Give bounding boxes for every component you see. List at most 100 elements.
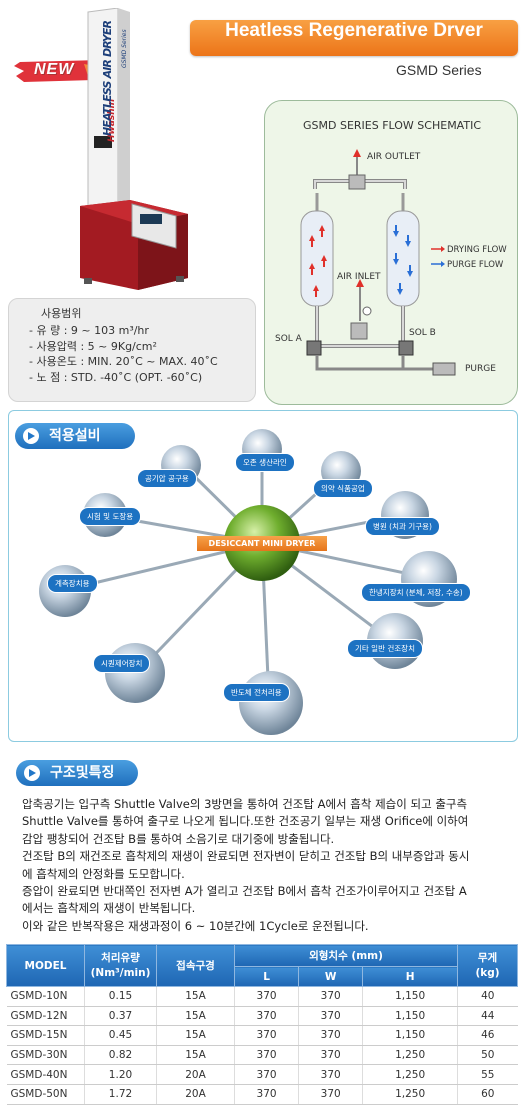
cell-w: 370 [298, 1084, 363, 1105]
cell-connection: 20A [156, 1064, 235, 1085]
product-brand: Hwashin [107, 99, 117, 142]
app-sequence-control: 시퀀제어장치 [93, 654, 151, 673]
app-hospital-dental: 병원 (치과 기구용) [365, 517, 440, 536]
cell-model: GSMD-15N [6, 1025, 85, 1046]
desc-line: Shuttle Valve를 통하여 출구로 나오게 됩니다.또한 건조공기 일… [22, 814, 469, 829]
col-header-weight-unit: (kg) [475, 966, 500, 979]
app-ozone-line: 오존 생산라인 [235, 453, 295, 472]
spec-row-pressure: - 사용압력 : 5 ~ 9Kg/cm² [29, 339, 157, 353]
app-pneumatic-tools: 공기압 공구용 [137, 469, 197, 488]
legend-drying-flow: DRYING FLOW [447, 245, 507, 255]
col-header-weight: 무게 (kg) [457, 944, 518, 987]
cell-w: 370 [298, 1064, 363, 1085]
app-general-drying: 기타 일반 건조장치 [347, 639, 423, 658]
flow-schematic-panel: GSMD SERIES FLOW SCHEMATIC AIR OUTLET [264, 100, 518, 405]
desc-line: 에서는 흡착제의 재생이 반복됩니다. [22, 901, 196, 916]
cell-model: GSMD-40N [6, 1064, 85, 1085]
cell-flow: 1.72 [84, 1084, 157, 1105]
section-tab-structure: 구조및특징 [16, 760, 138, 786]
spec-row-flow: - 유 량 : 9 ~ 103 m³/hr [29, 324, 149, 337]
cell-h: 1,250 [362, 1045, 458, 1066]
table-row: GSMD-30N 0.82 15A 370 370 1,250 50 [6, 1045, 518, 1066]
purge-label: PURGE [465, 364, 496, 374]
cell-h: 1,150 [362, 1006, 458, 1027]
cell-connection: 15A [156, 1025, 235, 1046]
col-header-flow-unit: (Nm³/min) [90, 966, 151, 979]
desc-line: 압축공기는 입구측 Shuttle Valve의 3방면을 통하여 건조탑 A에… [22, 797, 468, 811]
arrow-right-icon [24, 765, 40, 781]
app-semiconductor: 반도체 전처리용 [223, 683, 290, 702]
sol-b-label: SOL B [409, 328, 436, 338]
desc-line: 증압이 완료되면 반대쪽인 전자변 A가 열리고 건조탑 B에서 흡착 건조가이… [22, 884, 467, 899]
series-label: GSMD Series [396, 62, 482, 78]
air-outlet-label: AIR OUTLET [367, 152, 421, 162]
structure-description: 압축공기는 입구측 Shuttle Valve의 3방면을 통하여 건조탑 A에… [22, 796, 512, 935]
cell-flow: 0.15 [84, 986, 157, 1007]
center-product-label: DESICCANT MINI DRYER [197, 536, 327, 551]
pressure-gauge [362, 306, 372, 316]
col-header-flow: 처리유량 (Nm³/min) [84, 944, 157, 987]
cell-h: 1,150 [362, 1025, 458, 1046]
legend-purge-flow: PURGE FLOW [447, 260, 504, 270]
title-banner: Heatless Regenerative Drver [190, 20, 518, 56]
col-header-flow-label: 처리유량 [101, 951, 140, 964]
cell-h: 1,150 [362, 986, 458, 1007]
cell-flow: 0.37 [84, 1006, 157, 1027]
schematic-title: GSMD SERIES FLOW SCHEMATIC [303, 119, 481, 132]
cell-weight: 46 [457, 1025, 518, 1046]
air-inlet-label: AIR INLET [337, 272, 381, 282]
col-header-dimensions: 외형치수 (mm) [234, 944, 458, 967]
cell-flow: 0.82 [84, 1045, 157, 1066]
applications-panel: 적용설비 DESICCANT MINI DRYER 오존 생산라인 의약 식품공… [8, 410, 518, 742]
desc-line: 건조탑 B의 재건조로 흡착제의 재생이 완료되면 전자변이 닫히고 건조탑 B… [22, 849, 470, 864]
table-row: GSMD-15N 0.45 15A 370 370 1,150 46 [6, 1025, 518, 1046]
cell-w: 370 [298, 1045, 363, 1066]
applications-heading: 적용설비 [49, 428, 101, 444]
tower-b [386, 210, 420, 307]
col-header-weight-label: 무게 [477, 951, 498, 964]
section-tab-applications: 적용설비 [15, 423, 135, 449]
cell-w: 370 [298, 1006, 363, 1027]
cell-model: GSMD-10N [6, 986, 85, 1007]
spec-row-dew-point: - 노 점 : STD. -40˚C (OPT. -60˚C) [29, 370, 203, 384]
app-instrumentation: 계측장치용 [47, 574, 98, 593]
product-series-text: GSMD Series [121, 29, 128, 68]
col-header-l: L [233, 966, 300, 987]
model-spec-table: MODEL 처리유량 (Nm³/min) 접속구경 외형치수 (mm) 무게 (… [6, 944, 518, 1105]
cell-weight: 50 [457, 1045, 518, 1066]
spec-row-temperature: - 사용온도 : MIN. 20˚C ~ MAX. 40˚C [29, 355, 218, 368]
top-shuttle-valve [348, 174, 366, 190]
silencer [432, 362, 456, 376]
cell-model: GSMD-30N [6, 1045, 85, 1066]
cell-w: 370 [298, 986, 363, 1007]
arrow-right-icon [23, 428, 39, 444]
cell-l: 370 [233, 1084, 299, 1105]
app-test-painting: 시험 및 도장용 [79, 507, 142, 526]
cell-connection: 20A [156, 1084, 235, 1105]
bottom-shuttle-valve [350, 322, 368, 340]
cell-connection: 15A [156, 986, 235, 1007]
sol-b-valve [398, 340, 414, 356]
cell-l: 370 [233, 1006, 299, 1027]
col-header-w: W [298, 966, 364, 987]
table-row: GSMD-10N 0.15 15A 370 370 1,150 40 [6, 986, 518, 1007]
cell-connection: 15A [156, 1006, 235, 1027]
cell-weight: 44 [457, 1006, 518, 1027]
usage-range-panel: 사용범위 - 유 량 : 9 ~ 103 m³/hr - 사용압력 : 5 ~ … [8, 298, 256, 402]
cell-weight: 55 [457, 1064, 518, 1085]
cell-model: GSMD-12N [6, 1006, 85, 1027]
sol-a-valve [306, 340, 322, 356]
cell-flow: 1.20 [84, 1064, 157, 1085]
cell-flow: 0.45 [84, 1025, 157, 1046]
cell-l: 370 [233, 986, 299, 1007]
cell-l: 370 [233, 1025, 299, 1046]
app-pharma-food: 의약 식품공업 [313, 479, 373, 498]
col-header-h: H [362, 966, 458, 987]
desc-line: 감압 팽창되어 건조탑 B를 통하여 소음기로 대기중에 방출됩니다. [22, 831, 335, 846]
new-badge-text: NEW [34, 61, 75, 78]
drying-flow-arrows [309, 225, 327, 297]
cell-connection: 15A [156, 1045, 235, 1066]
outlet-arrow [353, 149, 361, 157]
cell-l: 370 [233, 1064, 299, 1085]
cell-h: 1,250 [362, 1064, 458, 1085]
